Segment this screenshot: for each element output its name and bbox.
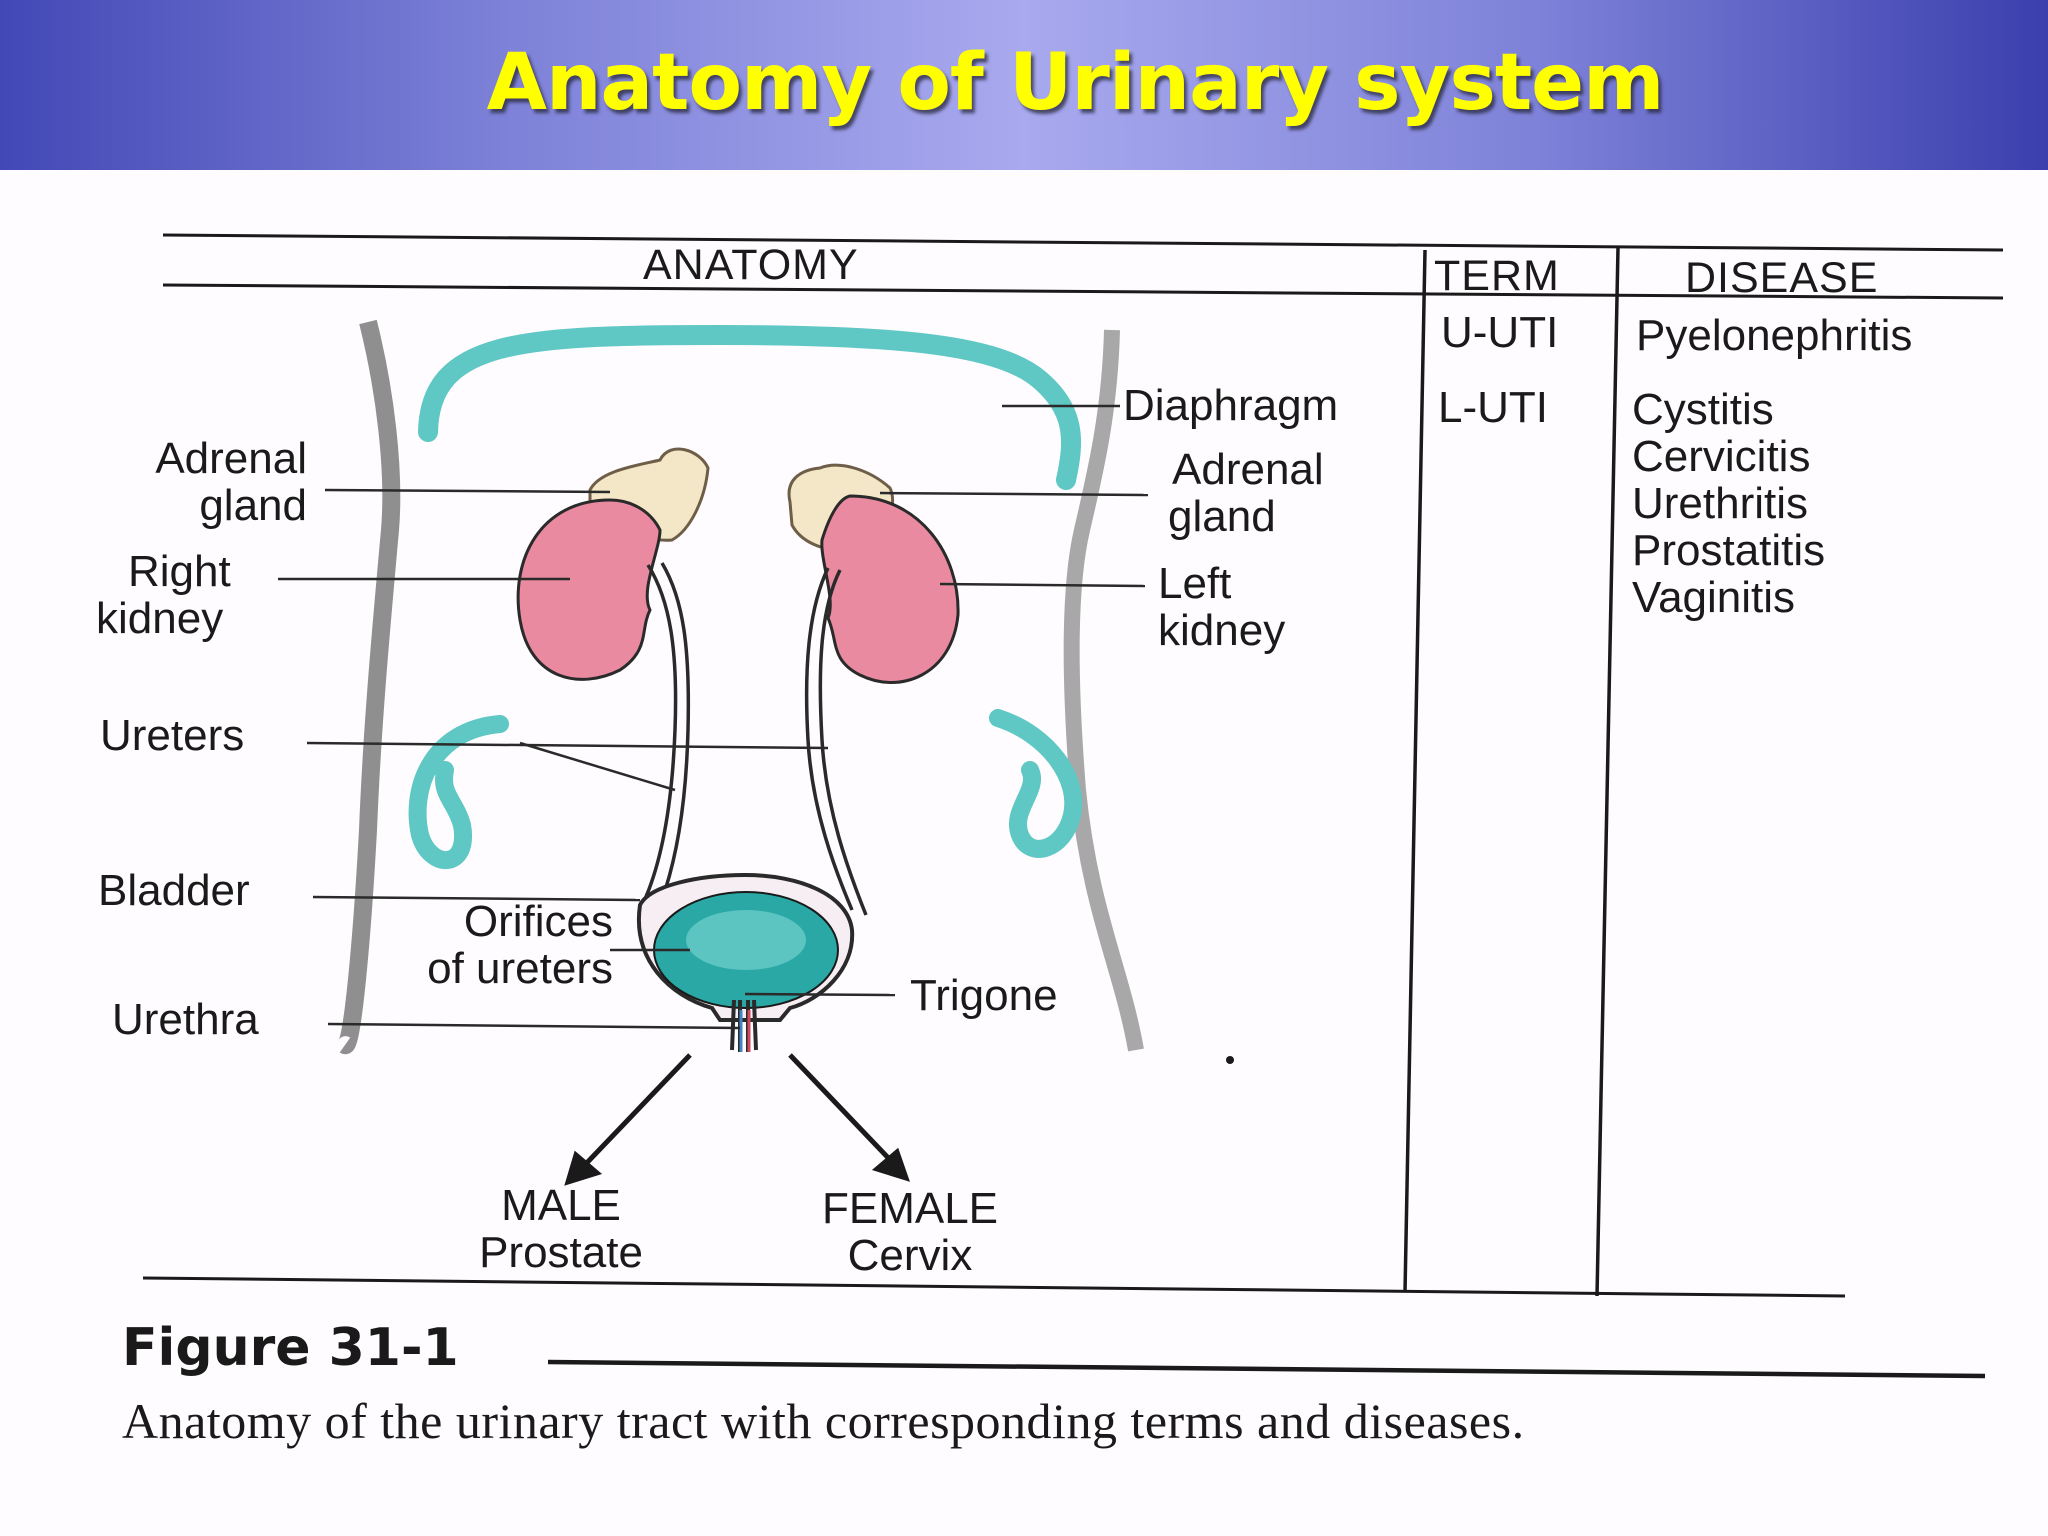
figure-area: ANATOMY TERM DISEASE U-UTI L-UTI Pyelone…: [0, 170, 2048, 1536]
label-male-prostate: MALE Prostate: [479, 1181, 643, 1277]
col-header-anatomy: ANATOMY: [643, 241, 859, 289]
figure-number: Figure 31-1: [122, 1318, 459, 1378]
col-header-disease: DISEASE: [1685, 254, 1879, 302]
col-header-term: TERM: [1434, 252, 1560, 300]
bladder: [636, 872, 855, 1052]
label-adrenal-gland-left: Adrenal gland: [155, 434, 307, 530]
label-female-cervix: FEMALE Cervix: [821, 1184, 999, 1280]
term-u-uti: U-UTI: [1441, 308, 1559, 357]
pelvic-bones: [408, 709, 1083, 869]
body-wall: [336, 319, 1144, 1055]
disease-list: Cystitis Cervicitis Urethritis Prostatit…: [1632, 386, 1825, 621]
slide-header: Anatomy of Urinary system: [0, 0, 2048, 170]
stray-dot: [1226, 1056, 1234, 1064]
disease-vaginitis: Vaginitis: [1632, 573, 1796, 622]
disease-prostatitis: Prostatitis: [1632, 526, 1826, 575]
slide-title: Anatomy of Urinary system: [486, 38, 1665, 128]
disease-cystitis: Cystitis: [1632, 385, 1774, 434]
ureters: [638, 562, 868, 916]
branch-arrows: [564, 1053, 910, 1186]
label-left-kidney: Left kidney: [1158, 559, 1286, 655]
figure-caption: Anatomy of the urinary tract with corres…: [122, 1393, 1525, 1449]
disease-cervicitis: Cervicitis: [1632, 432, 1811, 481]
label-trigone: Trigone: [910, 971, 1058, 1020]
leader-lines: [278, 404, 1149, 1030]
label-right-kidney: Right kidney: [96, 547, 231, 643]
anatomy-figure: [142, 233, 2004, 1379]
label-diaphragm: Diaphragm: [1123, 381, 1339, 430]
diaphragm-shape: [418, 324, 1081, 490]
label-urethra: Urethra: [112, 995, 259, 1044]
table-rules: [142, 233, 2004, 1379]
label-orifices-of-ureters: Orifices of ureters: [427, 897, 613, 993]
kidneys: [516, 494, 960, 684]
term-l-uti: L-UTI: [1438, 383, 1548, 432]
label-ureters: Ureters: [100, 711, 245, 760]
label-adrenal-gland-right: Adrenal gland: [1168, 445, 1324, 541]
disease-pyelonephritis: Pyelonephritis: [1636, 311, 1913, 360]
label-bladder: Bladder: [98, 866, 250, 915]
disease-urethritis: Urethritis: [1632, 479, 1809, 528]
